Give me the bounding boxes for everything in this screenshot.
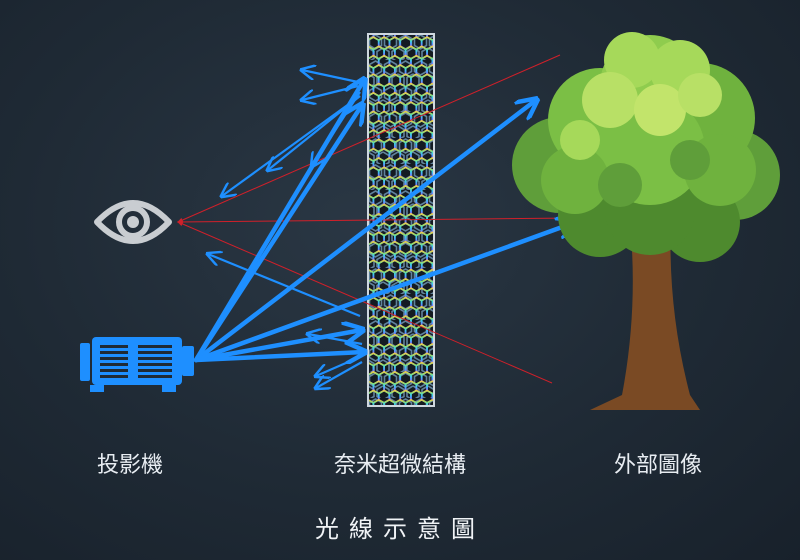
hexagon-cell [352, 400, 363, 412]
hexagon-cell [368, 318, 369, 327]
reflect-ray-9 [316, 361, 363, 388]
reflect-ray-2 [302, 84, 359, 100]
eye-icon [94, 200, 172, 244]
hexagon-cell [368, 392, 369, 401]
hexagon-cell [431, 261, 434, 272]
hexagon-cell [352, 121, 363, 133]
external-ray-bottom [176, 221, 553, 384]
diagram-title: 光線示意圖 [315, 515, 485, 543]
hexagon-cell [431, 38, 434, 49]
hexagon-cell [438, 121, 449, 133]
hexagon-cell [368, 262, 369, 271]
hexagon-cell [431, 187, 434, 198]
hexagon-lattice [352, 28, 449, 412]
hexagon-cell [438, 400, 449, 412]
hexagon-cell [352, 251, 363, 263]
reflect-ray-1 [302, 70, 359, 84]
hexagon-cell [438, 195, 449, 207]
hexagon-cell [368, 169, 369, 178]
reflect-ray-6 [208, 254, 361, 318]
projected-light-rays [193, 80, 576, 363]
hexagon-cell [368, 281, 369, 290]
hexagon-cell [368, 374, 369, 383]
hexagon-cell [438, 65, 449, 77]
projected-ray-3 [193, 100, 536, 363]
hexagon-cell [438, 251, 449, 263]
hexagon-cell [368, 206, 369, 215]
hexagon-cell [438, 232, 449, 244]
hexagon-cell [431, 205, 434, 216]
hexagon-cell [352, 158, 363, 170]
nanostructure-label: 奈米超微結構 [333, 453, 467, 478]
hexagon-cell [352, 195, 363, 207]
hexagon-cell [438, 344, 449, 356]
projected-ray-2 [193, 105, 362, 363]
hexagon-cell [431, 149, 434, 160]
hexagon-cell [368, 336, 369, 345]
hexagon-cell [438, 46, 449, 58]
hexagon-cell [431, 94, 434, 105]
hexagon-cell [368, 57, 369, 66]
hexagon-cell [438, 214, 449, 226]
hexagon-cell [438, 363, 449, 375]
hexagon-cell [431, 298, 434, 309]
hexagon-cell [438, 307, 449, 319]
hexagon-cell [431, 280, 434, 291]
hexagon-cell [431, 373, 434, 384]
hexagon-cell [426, 398, 434, 406]
hexagon-cell [431, 75, 434, 86]
hexagon-cell [352, 270, 363, 282]
hexagon-cell [431, 317, 434, 328]
hexagon-cell [431, 56, 434, 67]
hexagon-cell [431, 224, 434, 235]
hexagon-cell [368, 243, 369, 252]
hexagon-cell [368, 39, 369, 48]
hexagon-cell [431, 242, 434, 253]
hexagon-cell [438, 288, 449, 300]
hexagon-cell [438, 28, 449, 40]
tree-canopy [512, 32, 780, 262]
hexagon-cell [431, 391, 434, 402]
hexagon-cell [431, 131, 434, 142]
hexagon-cell [438, 84, 449, 96]
projector-icon [80, 337, 194, 392]
hexagon-cell [438, 381, 449, 393]
hexagon-cell [352, 28, 363, 40]
projected-ray-6 [193, 352, 364, 360]
tree-icon [512, 32, 780, 410]
hexagon-cell [352, 46, 363, 58]
projected-ray-4 [193, 222, 576, 363]
external-image-label: 外部圖像 [613, 453, 703, 478]
hexagon-cell [431, 354, 434, 365]
projector-label: 投影機 [96, 453, 164, 478]
hexagon-cell [438, 139, 449, 151]
hexagon-cell [352, 65, 363, 77]
projected-ray-5 [193, 330, 362, 363]
hexagon-cell [368, 150, 369, 159]
external-ray-top [176, 54, 561, 223]
hexagon-cell [431, 168, 434, 179]
hexagon-cell [368, 188, 369, 197]
hexagon-cell [431, 112, 434, 123]
hexagon-cell [438, 177, 449, 189]
reflect-ray-4 [222, 95, 361, 196]
hexagon-cell [368, 132, 369, 141]
hexagon-cell [352, 381, 363, 393]
hexagon-cell [352, 177, 363, 189]
hexagon-cell [431, 335, 434, 346]
